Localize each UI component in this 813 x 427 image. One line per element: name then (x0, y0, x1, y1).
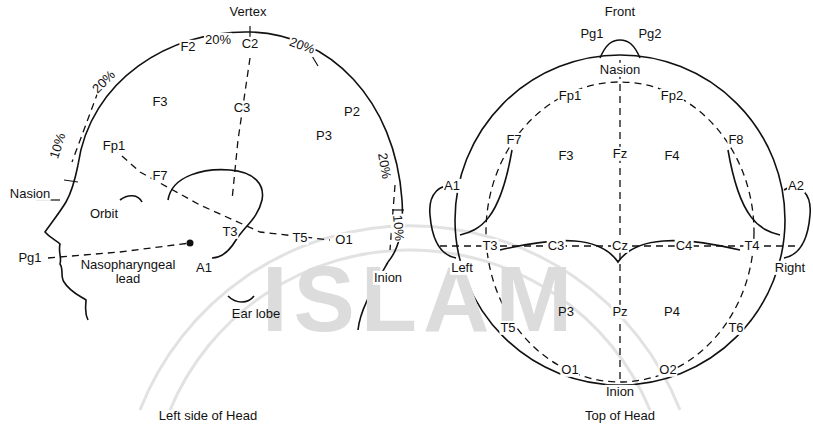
electrode-label: Fp1 (102, 139, 126, 153)
electrode-label: F3 (152, 95, 167, 109)
electrode-label: F2 (179, 40, 196, 54)
electrode-label: Fp2 (660, 89, 684, 103)
percent-label: 10% (390, 213, 407, 242)
electrode-label: Pg2 (638, 27, 661, 41)
electrode-label: C3 (547, 239, 566, 253)
electrode-label: P2 (344, 105, 360, 119)
electrode-label: T4 (743, 239, 760, 253)
electrode-label: P3 (558, 305, 574, 319)
percent-label: 20% (286, 34, 317, 57)
electrode-label: Fp1 (558, 89, 582, 103)
landmark-label: Nasopharyngeal lead (79, 258, 177, 287)
electrode-label: O1 (334, 233, 353, 247)
electrode-label: P3 (316, 129, 332, 143)
electrode-label: A1 (195, 261, 213, 275)
percent-label: 20% (375, 151, 394, 181)
electrode-label: T6 (727, 321, 744, 335)
watermark: ISLAM (262, 249, 578, 350)
landmark-label: Vertex (230, 5, 267, 19)
landmark-label: Left side of Head (159, 409, 257, 423)
landmark-label: Orbit (90, 207, 118, 221)
electrode-label: Cz (611, 239, 629, 253)
electrode-label: P4 (664, 305, 680, 319)
electrode-label: C3 (233, 101, 252, 115)
watermark-arc (140, 226, 680, 410)
side-ticks (36, 26, 404, 210)
percent-label: 20% (89, 67, 119, 97)
landmark-label: Ear lobe (232, 307, 280, 321)
electrode-label: T5 (291, 231, 308, 245)
electrode-label: Pg1 (580, 27, 603, 41)
electrode-label: F8 (727, 133, 744, 147)
landmark-label: Inion (605, 385, 635, 399)
landmark-label: Left (450, 261, 474, 275)
electrode-label: Pg1 (17, 251, 42, 265)
side-dashed-lines (48, 58, 395, 258)
electrode-label: C4 (675, 239, 694, 253)
electrode-label: A2 (787, 179, 805, 193)
electrode-label: F7 (505, 133, 522, 147)
landmark-label: Nasion (9, 187, 51, 201)
percent-label: 10% (47, 130, 69, 161)
landmark-label: Front (605, 5, 635, 19)
electrode-label: O2 (658, 363, 677, 377)
electrode-label: T3 (481, 239, 498, 253)
electrode-dot (187, 240, 194, 247)
landmark-label: Nasion (599, 63, 641, 77)
electrode-label: F4 (664, 149, 679, 163)
electrode-label: F3 (558, 149, 573, 163)
electrode-label: A1 (443, 179, 461, 193)
percent-label: 20% (204, 33, 232, 47)
electrode-label: C2 (241, 37, 260, 51)
landmark-label: Inion (373, 271, 403, 285)
electrode-label: Pz (611, 305, 628, 319)
electrode-label: T3 (221, 225, 238, 239)
electrode-label: Fz (612, 147, 628, 161)
electrode-label: T5 (499, 321, 516, 335)
electrode-label: F7 (151, 169, 168, 183)
landmark-label: Top of Head (585, 409, 655, 423)
electrode-label: O1 (560, 363, 579, 377)
landmark-label: Right (774, 261, 806, 275)
